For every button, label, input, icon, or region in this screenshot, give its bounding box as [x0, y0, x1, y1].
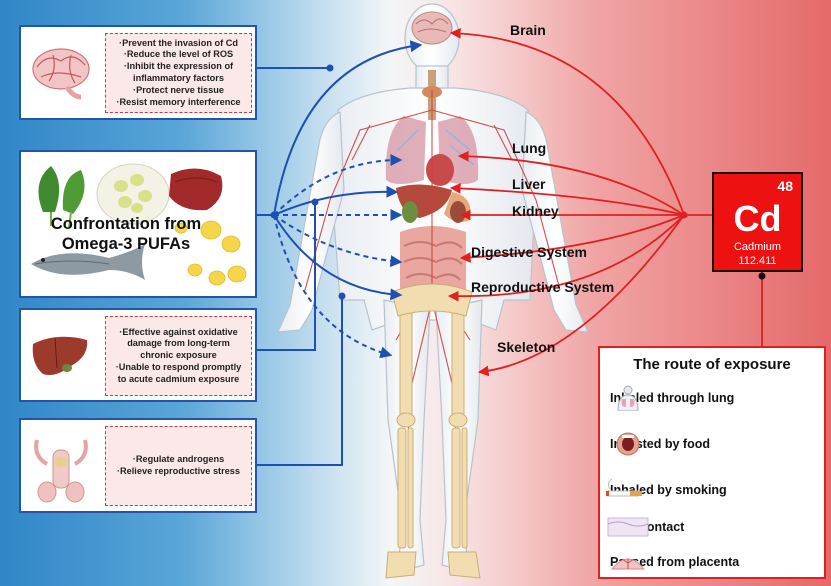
brain-effect-line: ·Prevent the invasion of Cd: [106, 38, 251, 50]
route-item: Inhaled through lung: [604, 385, 824, 411]
atomic-number: 48: [777, 178, 793, 194]
element-name: Cadmium: [714, 241, 801, 253]
cigarette-icon: [604, 477, 652, 503]
brain-icon: [27, 41, 97, 101]
liver-effect-line: to acute cadmium exposure: [106, 374, 251, 386]
route-item: Passed from placenta: [604, 549, 824, 575]
organ-label-lung: Lung: [512, 140, 546, 156]
liver-effect-line: chronic exposure: [106, 350, 251, 362]
cadmium-element-box: 48 Cd Cadmium 112.411: [712, 172, 803, 272]
brain-effect-line: inflammatory factors: [106, 73, 251, 85]
organ-label-brain: Brain: [510, 22, 546, 38]
route-item: Skin contact: [604, 514, 824, 540]
exposure-route-panel: The route of exposure Inhaled through lu…: [598, 346, 826, 579]
liver-effect-line: ·Unable to respond promptly: [106, 362, 251, 374]
organ-label-liver: Liver: [512, 176, 545, 192]
atomic-mass: 112.411: [714, 255, 801, 267]
reproductive-organ-icon: [27, 426, 97, 506]
liver-effect-line: damage from long-term: [106, 338, 251, 350]
mouth-icon: [604, 431, 652, 457]
brain-effects-panel: ·Prevent the invasion of Cd ·Reduce the …: [19, 25, 257, 120]
organ-label-reproductive: Reproductive System: [471, 279, 614, 295]
brain-effect-line: ·Reduce the level of ROS: [106, 49, 251, 61]
brain-effect-line: ·Protect nerve tissue: [106, 85, 251, 97]
route-item: Inhaled by smoking: [604, 477, 824, 503]
reproductive-effects-panel: ·Regulate androgens ·Relieve reproductiv…: [19, 418, 257, 513]
organ-label-kidney: Kidney: [512, 203, 559, 219]
route-item: Ingested by food: [604, 431, 824, 457]
placenta-icon: [604, 549, 652, 575]
lung-inhalation-icon: [604, 385, 652, 411]
skin-icon: [604, 514, 652, 540]
liver-effect-line: ·Effective against oxidative: [106, 327, 251, 339]
exposure-route-title: The route of exposure: [600, 356, 824, 373]
reproductive-effect-line: ·Relieve reproductive stress: [106, 466, 251, 478]
reproductive-effects-text: ·Regulate androgens ·Relieve reproductiv…: [105, 426, 252, 506]
brain-effect-line: ·Inhibit the expression of: [106, 61, 251, 73]
omega3-title: Confrontation from Omega-3 PUFAs: [21, 214, 231, 254]
omega3-title-line2: Omega-3 PUFAs: [21, 234, 231, 254]
organ-label-digestive: Digestive System: [471, 244, 587, 260]
brain-effects-text: ·Prevent the invasion of Cd ·Reduce the …: [105, 33, 252, 113]
brain-effect-line: ·Resist memory interference: [106, 97, 251, 109]
liver-effects-panel: ·Effective against oxidative damage from…: [19, 308, 257, 402]
omega3-panel: Confrontation from Omega-3 PUFAs: [19, 150, 257, 298]
omega3-title-line1: Confrontation from: [21, 214, 231, 234]
liver-icon: [27, 326, 97, 386]
organ-label-skeleton: Skeleton: [497, 339, 555, 355]
reproductive-effect-line: ·Regulate androgens: [106, 454, 251, 466]
liver-effects-text: ·Effective against oxidative damage from…: [105, 316, 252, 396]
element-symbol: Cd: [714, 198, 801, 240]
